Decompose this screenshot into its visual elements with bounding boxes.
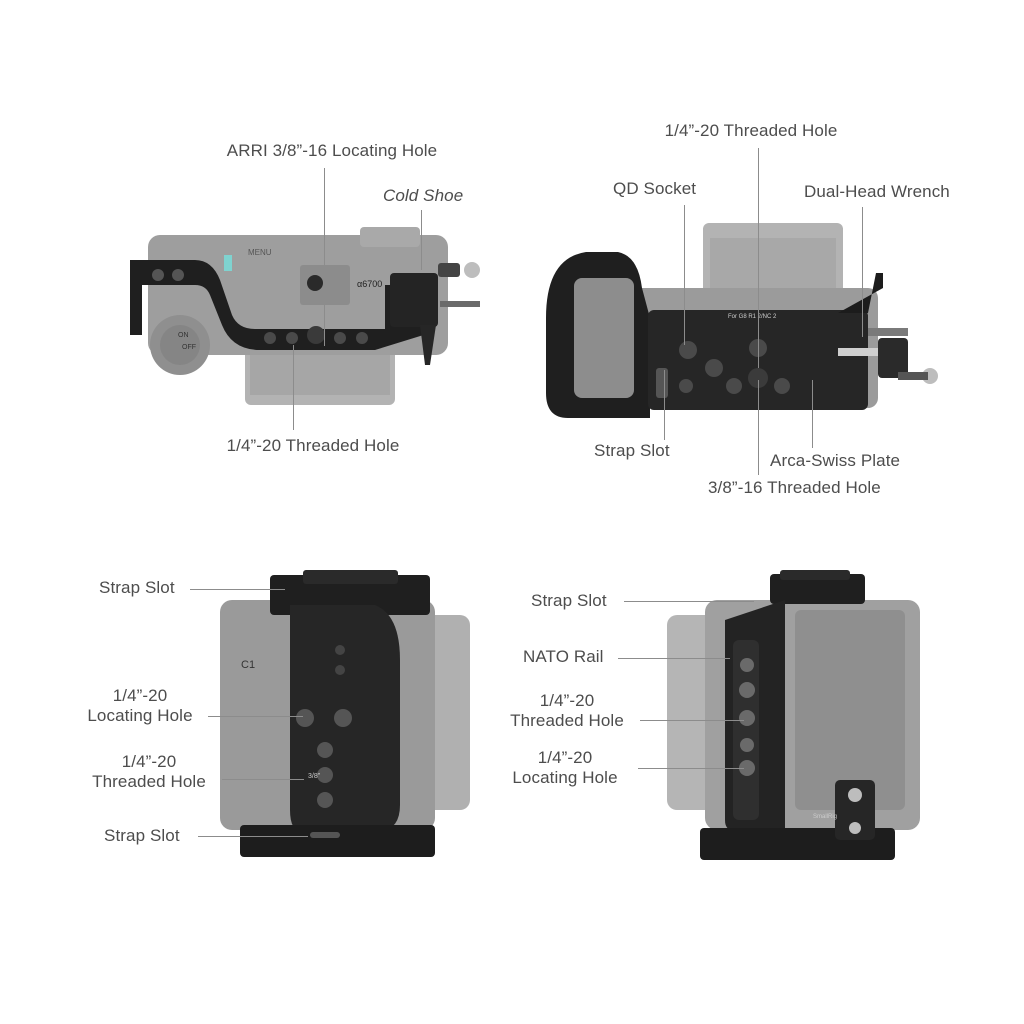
leader-strap-slot-top-right: [664, 370, 665, 440]
top-view-camera-cage: α6700 MENU ON OFF: [130, 227, 480, 405]
leader-qd-socket: [684, 205, 685, 345]
label-threaded-hole-bottom-right-2: Threaded Hole: [510, 711, 624, 730]
leader-arca-swiss-plate: [812, 380, 813, 448]
leader-threaded-hole-bottom-left: [222, 779, 304, 780]
leader-threaded-hole-38: [758, 380, 759, 475]
label-strap-slot-bottom-left-top: Strap Slot: [99, 578, 175, 597]
label-threaded-hole-top-right: 1/4”-20 Threaded Hole: [664, 121, 838, 140]
leader-strap-slot-bottom-left-top: [190, 589, 285, 590]
label-threaded-hole-38: 3/8”-16 Threaded Hole: [708, 478, 881, 497]
label-dual-head-wrench: Dual-Head Wrench: [804, 182, 950, 201]
leader-strap-slot-bottom-right: [624, 601, 754, 602]
leader-locating-hole-bottom-left: [208, 716, 303, 717]
on-mark: ON: [178, 332, 189, 339]
label-locating-hole-bottom-right-1: 1/4”-20: [537, 748, 593, 767]
rear-side-camera-cage: SmallRig: [667, 570, 920, 860]
label-threaded-hole-bottom-left-2: Threaded Hole: [92, 772, 206, 791]
label-arri-locating-hole: ARRI 3/8”-16 Locating Hole: [226, 141, 438, 160]
label-cold-shoe: Cold Shoe: [383, 186, 464, 205]
label-arca-swiss-plate: Arca-Swiss Plate: [770, 451, 901, 470]
leader-threaded-hole-bottom-right: [640, 720, 744, 721]
label-locating-hole-bottom-right-2: Locating Hole: [512, 768, 618, 787]
label-threaded-hole-top-left: 1/4”-20 Threaded Hole: [226, 436, 400, 455]
c1-mark: C1: [241, 659, 255, 671]
leader-nato-rail: [618, 658, 730, 659]
label-locating-hole-bottom-left-1: 1/4”-20: [112, 686, 168, 705]
camera-model-mark: α6700: [357, 279, 382, 289]
menu-mark: MENU: [248, 248, 272, 257]
hole-mark: 3/8”: [308, 773, 321, 780]
label-qd-socket: QD Socket: [613, 179, 697, 198]
leader-cold-shoe: [421, 210, 422, 270]
label-strap-slot-bottom-right: Strap Slot: [531, 591, 607, 610]
brand-mark: SmallRig: [813, 814, 837, 820]
grip-side-camera-cage: C1 3/8”: [220, 570, 470, 857]
label-strap-slot-top-right: Strap Slot: [594, 441, 670, 460]
label-threaded-hole-bottom-left-1: 1/4”-20: [121, 752, 177, 771]
leader-locating-hole-bottom-right: [638, 768, 744, 769]
label-strap-slot-bottom-left-bottom: Strap Slot: [104, 826, 180, 845]
leader-threaded-hole-top-left: [293, 345, 294, 430]
label-nato-rail: NATO Rail: [523, 647, 604, 666]
leader-dual-head-wrench: [862, 207, 863, 337]
label-threaded-hole-bottom-right-1: 1/4”-20: [539, 691, 595, 710]
plate-mark: For G8 R1 2/NC 2: [728, 314, 777, 320]
leader-threaded-hole-top-right: [758, 148, 759, 368]
leader-arri-locating-hole: [324, 168, 325, 346]
bottom-view-camera-cage: For G8 R1 2/NC 2: [546, 223, 938, 418]
leader-strap-slot-bottom-left-bottom: [198, 836, 308, 837]
label-locating-hole-bottom-left-2: Locating Hole: [87, 706, 193, 725]
off-mark: OFF: [182, 344, 196, 351]
